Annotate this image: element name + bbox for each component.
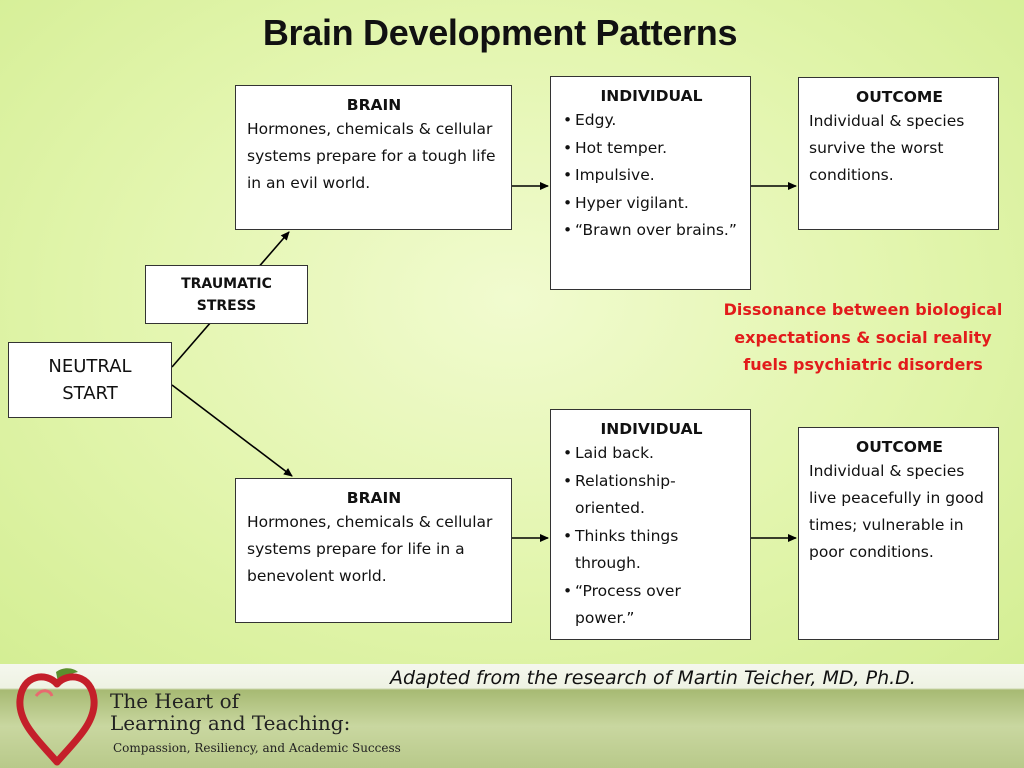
bottom-brain-box: BRAIN Hormones, chemicals & cellular sys… <box>235 478 512 623</box>
list-item: Hyper vigilant. <box>563 190 742 218</box>
list-item: Relationship-oriented. <box>563 468 742 523</box>
credit-text: Adapted from the research of Martin Teic… <box>390 667 916 689</box>
dissonance-note: Dissonance between biological expectatio… <box>723 300 1003 374</box>
bottom-outcome-text: Individual & species live peacefully in … <box>809 462 984 561</box>
top-individual-list: Edgy. Hot temper. Impulsive. Hyper vigil… <box>561 107 742 245</box>
list-item: “Brawn over brains.” <box>563 217 742 245</box>
top-brain-box: BRAIN Hormones, chemicals & cellular sys… <box>235 85 512 230</box>
footer-band <box>0 664 1024 768</box>
page-title: Brain Development Patterns <box>262 12 738 53</box>
neutral-start-box: NEUTRAL START <box>8 342 172 418</box>
top-brain-text: Hormones, chemicals & cellular systems p… <box>247 120 496 192</box>
list-item: Hot temper. <box>563 135 742 163</box>
list-item: Impulsive. <box>563 162 742 190</box>
top-outcome-box: OUTCOME Individual & species survive the… <box>798 77 999 230</box>
logo-line1: The Heart of <box>110 689 240 713</box>
list-item: Laid back. <box>563 440 742 468</box>
top-outcome-text: Individual & species survive the worst c… <box>809 112 965 184</box>
neutral-start-line1: NEUTRAL <box>48 356 132 377</box>
list-item: Thinks things through. <box>563 523 742 578</box>
bottom-brain-text: Hormones, chemicals & cellular systems p… <box>247 513 493 585</box>
bottom-individual-list: Laid back. Relationship-oriented. Thinks… <box>561 440 742 633</box>
bottom-individual-box: INDIVIDUAL Laid back. Relationship-orien… <box>550 409 751 640</box>
top-outcome-heading: OUTCOME <box>856 88 943 106</box>
bottom-outcome-box: OUTCOME Individual & species live peacef… <box>798 427 999 640</box>
top-individual-heading: INDIVIDUAL <box>600 87 703 105</box>
bottom-brain-heading: BRAIN <box>346 489 402 507</box>
traumatic-stress-line2: STRESS <box>196 297 257 314</box>
logo-title: The Heart of Learning and Teaching: <box>110 690 350 734</box>
bottom-individual-heading: INDIVIDUAL <box>600 420 703 438</box>
top-brain-heading: BRAIN <box>346 96 402 114</box>
logo-subtitle: Compassion, Resiliency, and Academic Suc… <box>113 741 401 755</box>
top-individual-box: INDIVIDUAL Edgy. Hot temper. Impulsive. … <box>550 76 751 290</box>
apple-heart-icon <box>16 668 98 766</box>
neutral-start-line2: START <box>62 383 118 404</box>
bottom-outcome-heading: OUTCOME <box>856 438 943 456</box>
list-item: “Process over power.” <box>563 578 742 633</box>
traumatic-stress-box: TRAUMATIC STRESS <box>145 265 308 324</box>
logo-line2: Learning and Teaching: <box>110 711 351 735</box>
slide-background: Brain Development Patterns NEUTRAL START… <box>0 0 1024 664</box>
traumatic-stress-line1: TRAUMATIC <box>181 275 272 292</box>
arrow-start-to-bottom-brain <box>171 384 293 477</box>
list-item: Edgy. <box>563 107 742 135</box>
